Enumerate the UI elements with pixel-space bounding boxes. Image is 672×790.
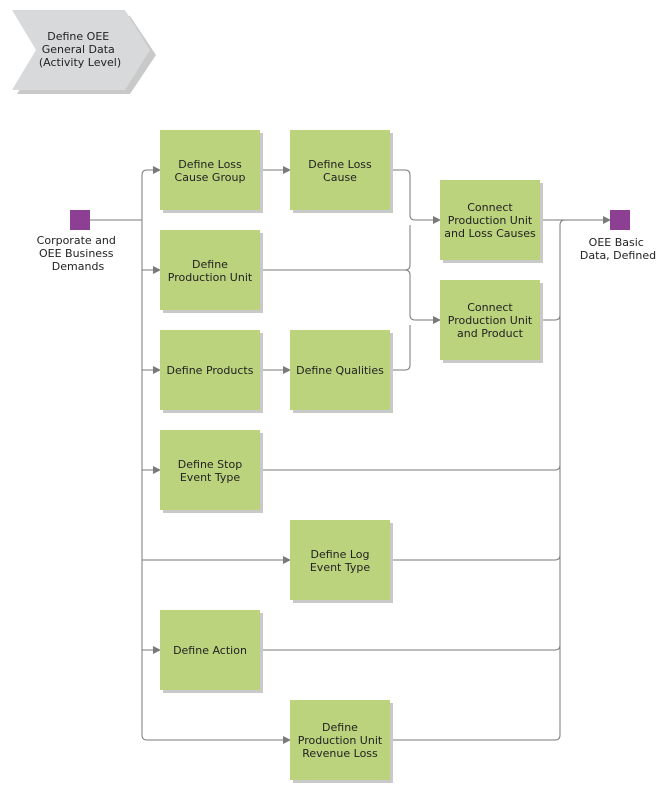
svg-text:Define Qualities: Define Qualities xyxy=(296,364,384,377)
header-process-chevron: Define OEE General Data (Activity Level) xyxy=(12,10,156,94)
connector-stop-out xyxy=(260,464,561,471)
start-event: Corporate and OEE Business Demands xyxy=(37,210,120,273)
activity-define-products[interactable]: Define Products xyxy=(160,330,263,413)
connector-action-out xyxy=(260,644,561,651)
activity-define-qualities[interactable]: Define Qualities xyxy=(290,330,393,413)
start-event-label: Corporate and OEE Business Demands xyxy=(37,234,120,273)
connector-to-loss-cause-group xyxy=(141,166,161,176)
connector-connect-product-out xyxy=(540,314,561,321)
start-event-marker xyxy=(70,210,90,230)
end-event-label: OEE Basic Data, Defined xyxy=(580,236,656,262)
activity-define-action[interactable]: Define Action xyxy=(160,610,263,693)
connector-unit-to-connect-loss xyxy=(260,225,411,271)
connector-unit-to-connect-product xyxy=(404,269,441,324)
connector-qualities-to-connect-product xyxy=(390,325,411,371)
svg-text:Define Products: Define Products xyxy=(167,364,254,377)
svg-text:Define Action: Define Action xyxy=(173,644,247,657)
header-label: Define OEE General Data (Activity Level) xyxy=(39,30,121,69)
end-event: OEE Basic Data, Defined xyxy=(580,210,656,262)
header-shape xyxy=(12,10,150,90)
connector-left-trunk xyxy=(141,175,148,741)
connector-right-top xyxy=(559,219,566,226)
end-event-marker xyxy=(610,210,630,230)
connector-cause-to-connect-loss xyxy=(390,169,441,224)
connector-right-trunk xyxy=(554,225,561,741)
connectors xyxy=(90,166,611,744)
connector-log-out xyxy=(390,554,561,561)
